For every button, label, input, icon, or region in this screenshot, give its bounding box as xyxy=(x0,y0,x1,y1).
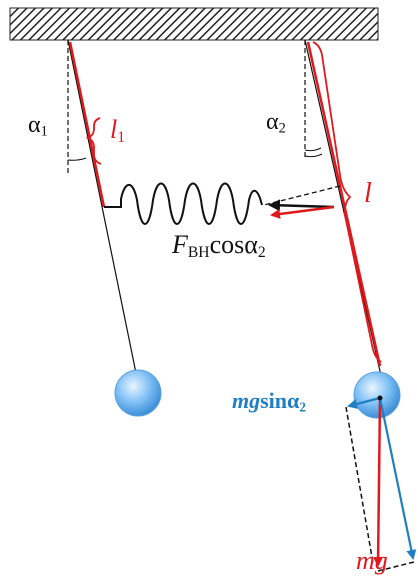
alpha2-symbol: α xyxy=(266,109,279,135)
spring-force-component-arrow xyxy=(270,205,335,219)
gravity-component-along-string-arrow xyxy=(378,397,417,560)
gravity-arrow xyxy=(373,397,384,567)
parallelogram-left-side xyxy=(345,406,374,564)
dashed-force-guide xyxy=(263,185,341,206)
f-subscript: BH xyxy=(187,243,210,261)
sphere-left xyxy=(114,369,162,417)
l-symbol: l xyxy=(364,178,372,209)
label-spring-force-component: FBHcosα2 xyxy=(172,230,266,262)
alpha1-subscript: 1 xyxy=(40,123,48,140)
angle-arc-alpha1 xyxy=(67,157,87,161)
spring-force-arrow xyxy=(268,199,335,212)
f-symbol: F xyxy=(172,230,188,259)
spring xyxy=(104,182,263,225)
l1-symbol: l xyxy=(110,115,118,144)
parallelogram-bottom-side xyxy=(377,561,415,572)
mgsin-sin-text: sinα xyxy=(260,388,300,413)
label-alpha2: α2 xyxy=(266,109,286,138)
brace-l1 xyxy=(85,117,102,165)
f-cos-subscript: 2 xyxy=(257,243,266,261)
mgsin-mg-text: mg xyxy=(232,388,261,413)
mg-text: mg xyxy=(356,546,388,575)
ceiling xyxy=(9,7,379,41)
angle-arc-alpha2 xyxy=(304,147,323,158)
label-mgsin: mgsinα2 xyxy=(232,388,306,415)
label-alpha1: α1 xyxy=(28,112,48,141)
label-mg: mg xyxy=(356,546,388,576)
mgsin-subscript: 2 xyxy=(299,399,306,415)
l1-subscript: 1 xyxy=(117,128,126,146)
sphere-right xyxy=(353,371,401,419)
length-l-segment xyxy=(306,41,382,367)
label-l: l xyxy=(364,178,372,210)
alpha1-symbol: α xyxy=(28,112,41,138)
pivot-dot xyxy=(377,395,383,401)
string-right xyxy=(304,39,383,381)
mgsin-component-arrow xyxy=(347,396,381,409)
brace-l xyxy=(312,41,382,363)
label-l1: l1 xyxy=(110,115,125,147)
length-l1-segment xyxy=(68,41,106,208)
string-left xyxy=(67,39,138,379)
f-cos-text: cosα xyxy=(209,230,258,259)
alpha2-subscript: 2 xyxy=(278,120,286,137)
